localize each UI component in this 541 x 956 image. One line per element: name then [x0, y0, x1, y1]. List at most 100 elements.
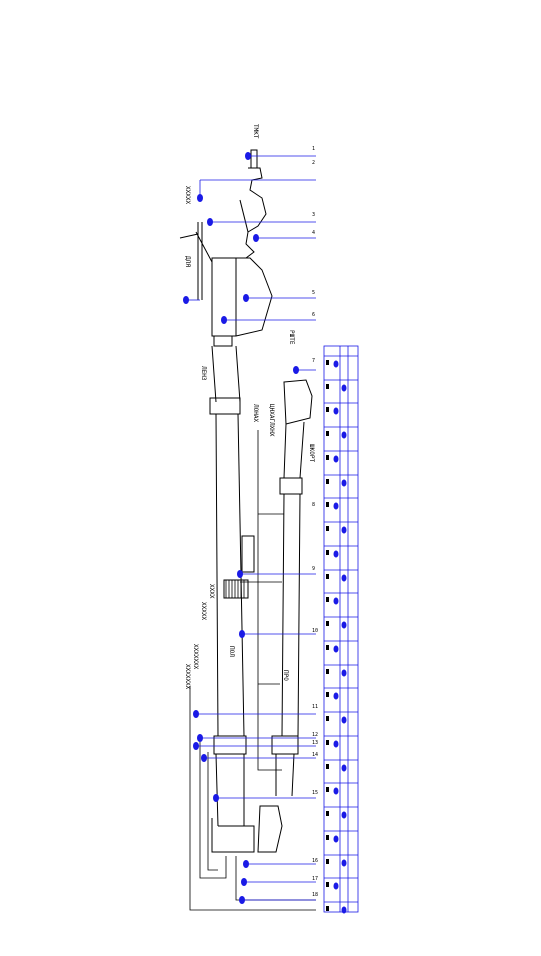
table-marker: [333, 787, 339, 795]
top-profile-left: [239, 199, 249, 233]
top-profile: [245, 167, 267, 259]
table-marker: [333, 360, 339, 368]
table-marker: [333, 407, 339, 415]
table-markers: [333, 360, 347, 914]
svg-text:1: 1: [312, 146, 315, 152]
marker: [197, 194, 203, 202]
attach-leader: [179, 233, 199, 239]
marker: [253, 234, 259, 242]
marker: [213, 794, 219, 802]
marker: [243, 860, 249, 868]
svg-text:2: 2: [312, 160, 315, 166]
marker: [241, 878, 247, 886]
right-lower-walls: [275, 753, 295, 797]
marker: [293, 366, 299, 374]
table-tick: [326, 574, 329, 579]
neck: [211, 345, 241, 403]
table-marker: [333, 692, 339, 700]
left-attachment: [195, 222, 213, 300]
label-lower-center: ПОЛ: [228, 646, 235, 657]
table-marker: [333, 882, 339, 890]
inner-frame-1: [199, 742, 227, 879]
label-lower-left-4: ХХХХ: [208, 584, 215, 599]
left-collar-bottom: [213, 735, 247, 755]
table-marker: [341, 669, 347, 677]
marker: [239, 630, 245, 638]
table-tick: [326, 384, 329, 389]
table-marker: [341, 621, 347, 629]
top-assembly: [179, 149, 273, 403]
table-tick: [326, 787, 329, 792]
table-tick: [326, 811, 329, 816]
parts-table: [323, 345, 359, 913]
left-collar-top: [209, 397, 241, 415]
table-marker: [333, 550, 339, 558]
table-tick: [326, 407, 329, 412]
table-marker: [341, 526, 347, 534]
table-marker: [341, 384, 347, 392]
svg-text:16: 16: [312, 858, 318, 864]
label-top-left: ХХХХХ: [184, 186, 191, 204]
inner-frame-2: [207, 752, 218, 871]
left-tube: [209, 397, 255, 853]
label-lower-right-small: ПРО: [282, 670, 289, 681]
label-upper-left-small: ДЛЯ: [184, 256, 191, 267]
table-marker: [333, 740, 339, 748]
label-lower-left-1: ХХХХХХХ: [184, 664, 191, 690]
table-marker: [341, 764, 347, 772]
rotated-labels: ТМКТ ХХХХХ ДЛЯ ЛЕНЗ РШТЕ ЛОНАХ ЦНХАГЛХНХ…: [184, 124, 315, 690]
table-tick: [326, 550, 329, 555]
table-tick: [326, 764, 329, 769]
right-collar-bottom: [271, 735, 299, 755]
connector-2: [257, 430, 282, 771]
left-foot: [211, 818, 255, 853]
outer-frame-left: [189, 686, 316, 911]
tube-insert: [241, 535, 255, 573]
neck-top: [213, 336, 233, 347]
label-top-right: ТМКТ: [252, 124, 259, 139]
label-middle-vertical-long: ЦНХАГЛХНХ: [268, 404, 275, 437]
svg-text:15: 15: [312, 790, 318, 796]
svg-text:3: 3: [312, 212, 315, 218]
main-housing: [211, 257, 273, 337]
right-collar-top: [279, 477, 303, 495]
marker: [221, 316, 227, 324]
svg-text:11: 11: [312, 704, 318, 710]
table-marker: [333, 645, 339, 653]
table-tick: [326, 835, 329, 840]
table-marker: [341, 431, 347, 439]
svg-text:10: 10: [312, 628, 318, 634]
right-tube-walls: [281, 493, 301, 737]
table-tick: [326, 716, 329, 721]
svg-text:18: 18: [312, 892, 318, 898]
svg-text:4: 4: [312, 230, 315, 236]
marker: [207, 218, 213, 226]
table-tick: [326, 360, 329, 365]
table-tick: [326, 431, 329, 436]
right-foot: [257, 805, 283, 853]
marker: [243, 294, 249, 302]
gear-teeth: [225, 580, 245, 598]
left-lower-walls: [215, 753, 245, 827]
table-tick: [326, 859, 329, 864]
table-border: [323, 345, 359, 913]
right-upper-walls: [283, 421, 305, 479]
label-lower-left-3: ХХХХХ: [200, 602, 207, 620]
label-side-right-top: РШТЕ: [288, 330, 295, 345]
table-tick: [326, 479, 329, 484]
table-ticks: [326, 360, 329, 911]
label-main-upper: ЛЕНЗ: [200, 366, 207, 381]
svg-text:6: 6: [312, 312, 315, 318]
marker: [193, 710, 199, 718]
right-head: [283, 379, 313, 425]
svg-text:17: 17: [312, 876, 318, 882]
table-marker: [333, 502, 339, 510]
table-tick: [326, 526, 329, 531]
callout-lines: [186, 155, 316, 901]
connectors: [189, 430, 316, 911]
table-tick: [326, 740, 329, 745]
label-lower-left-2: ХХХХХХХ: [192, 644, 199, 670]
svg-text:5: 5: [312, 290, 315, 296]
table-tick: [326, 502, 329, 507]
